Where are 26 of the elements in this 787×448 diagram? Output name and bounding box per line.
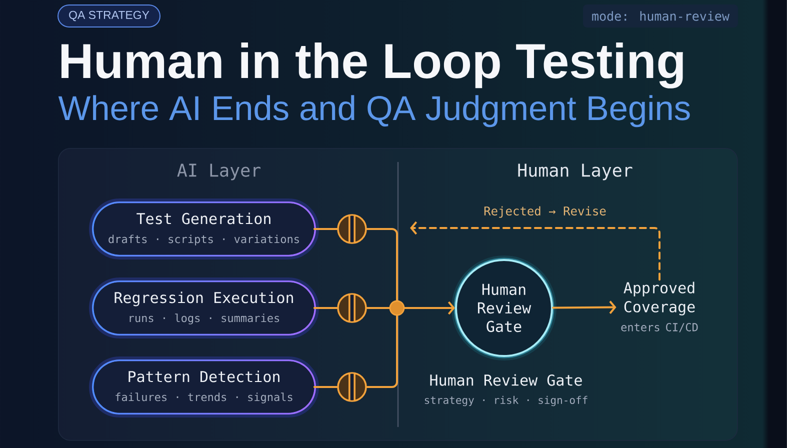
gate-symbol — [337, 214, 367, 244]
process-pill: Test Generation drafts · scripts · variations — [89, 198, 319, 260]
caption-title: Human Review Gate — [430, 374, 582, 386]
junction-dot — [389, 300, 405, 316]
process-pill: Pattern Detection failures · trends · signals — [89, 356, 319, 418]
dashed-arrow — [410, 221, 660, 281]
connector-line — [313, 386, 338, 388]
subtitle: Where AI Ends and QA Judgment Begins — [58, 95, 690, 128]
arrow — [552, 300, 616, 314]
layer-heading: Human Layer — [518, 164, 632, 180]
arrow — [404, 301, 455, 315]
gate-symbol — [337, 372, 367, 402]
mode-tag: mode: human-review — [583, 4, 738, 28]
connector-line — [313, 307, 338, 309]
process-pill: Regression Execution runs · logs · summaries — [89, 278, 319, 338]
edge-label: Rejected → Revise — [484, 206, 606, 218]
connector-line — [366, 228, 398, 302]
title: Human in the Loop Testing — [61, 42, 683, 88]
layer-heading: AI Layer — [177, 164, 260, 180]
connector-line — [313, 228, 338, 230]
tag-badge: QA STRATEGY — [58, 4, 160, 28]
gate-symbol — [337, 293, 367, 323]
caption-text: strategy · risk · sign-off — [424, 396, 588, 406]
connector-line — [366, 314, 398, 388]
connector-line — [366, 307, 390, 309]
outcome-label: Approved Coverage enters CI/CD — [621, 282, 698, 332]
